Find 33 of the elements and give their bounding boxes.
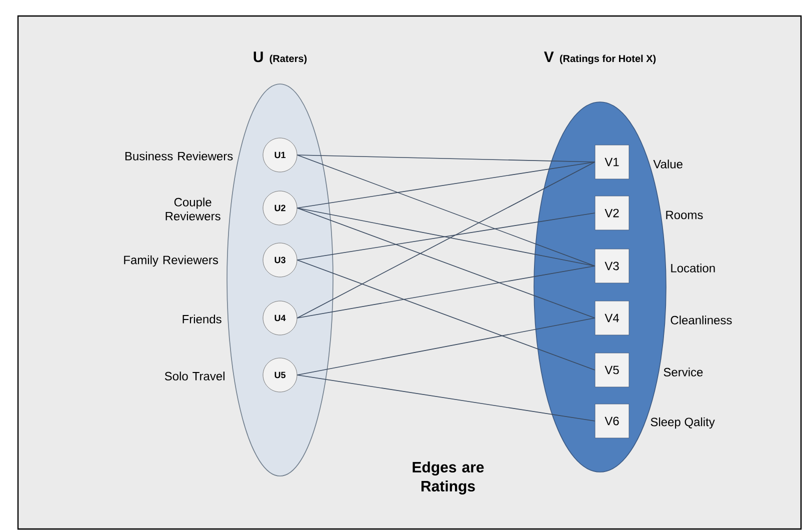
node-label: (Ratings for Hotel X) [560,54,656,64]
connector-line [296,212,596,260]
connector-line [296,162,596,208]
connector-line [296,162,596,318]
connector-line [296,208,596,266]
connector-line [296,208,596,318]
rating-label: Value [653,160,682,168]
node-label: (Raters) [270,54,307,64]
connector-line [296,154,596,162]
rating-label: Location [671,264,715,272]
connector-line [296,374,596,422]
caption: Edges are Ratings [412,461,484,495]
node-label: V [544,52,554,62]
rating-box: V3 [594,248,630,284]
group-label: Business Reviewers [125,152,233,160]
group-label: Couple Reviewers [166,198,220,220]
group-label: Friends [182,314,222,324]
rating-label: Cleanliness [670,316,732,324]
rating-label: Service [664,368,703,376]
connector-line [296,154,596,266]
connector-line [296,260,596,370]
rating-label: Sleep Qality [650,417,715,429]
rating-box: V1 [594,144,630,180]
rating-box: V2 [594,196,630,230]
rating-box: V6 [594,404,630,438]
rating-box: V5 [594,352,630,388]
group-label: Family Reviewers [124,255,218,267]
connector-line [296,318,596,376]
group-label: Solo Travel [164,372,224,380]
connector-line [296,266,596,318]
rating-box: V4 [594,300,630,336]
rating-label: Rooms [666,210,703,220]
node-label: U [254,52,263,62]
